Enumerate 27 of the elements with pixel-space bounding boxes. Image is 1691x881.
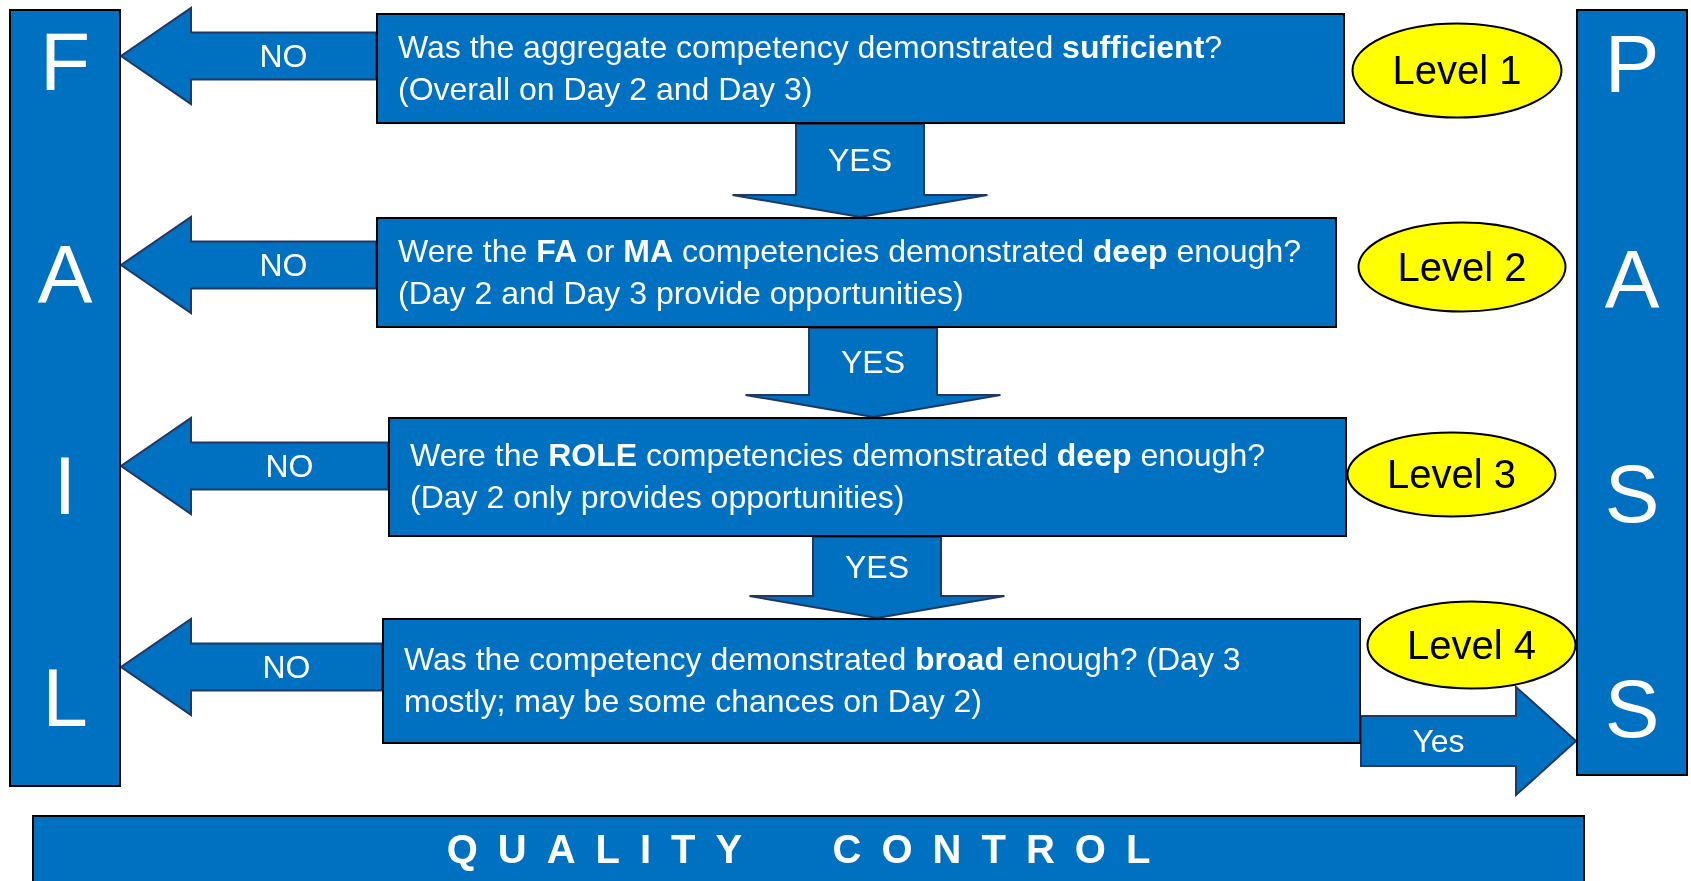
question-box: Were the ROLE competencies demonstrated deep enough? (Day 2 only provides opportunities): [388, 417, 1347, 537]
block-arrow: [748, 536, 1006, 619]
block-arrow: [119, 617, 383, 717]
block-arrow: [731, 123, 989, 218]
level-oval: Level 4: [1366, 600, 1577, 690]
question-box: Were the FA or MA competencies demonstrated deep enough? (Day 2 and Day 3 provide opportunities): [376, 217, 1337, 328]
block-arrow: [119, 215, 377, 315]
quality-control-band: QUALITY CONTROL: [32, 815, 1585, 881]
edge-label: NO: [259, 246, 308, 284]
edge-label: NO: [259, 37, 308, 75]
block-arrow: [744, 327, 1002, 418]
question-box: Was the competency demonstrated broad enough? (Day 3 mostly; may be some chances on Day 2): [382, 618, 1361, 744]
fail-bar: FAIL: [9, 9, 121, 787]
question-box: Was the aggregate competency demonstrated sufficient? (Overall on Day 2 and Day 3): [376, 13, 1345, 124]
edge-label: YES: [828, 141, 892, 178]
block-arrow: [119, 416, 389, 516]
edge-label: YES: [845, 548, 909, 585]
pass-bar: PASS: [1576, 9, 1688, 776]
edge-label: NO: [262, 648, 311, 686]
level-oval: Level 1: [1351, 22, 1563, 119]
block-arrow: [1360, 684, 1578, 798]
level-oval: Level 3: [1346, 431, 1557, 518]
edge-label: Yes: [1412, 722, 1465, 760]
block-arrow: [119, 6, 377, 106]
level-oval: Level 2: [1357, 221, 1567, 313]
edge-label: NO: [265, 447, 314, 485]
edge-label: YES: [841, 343, 905, 380]
